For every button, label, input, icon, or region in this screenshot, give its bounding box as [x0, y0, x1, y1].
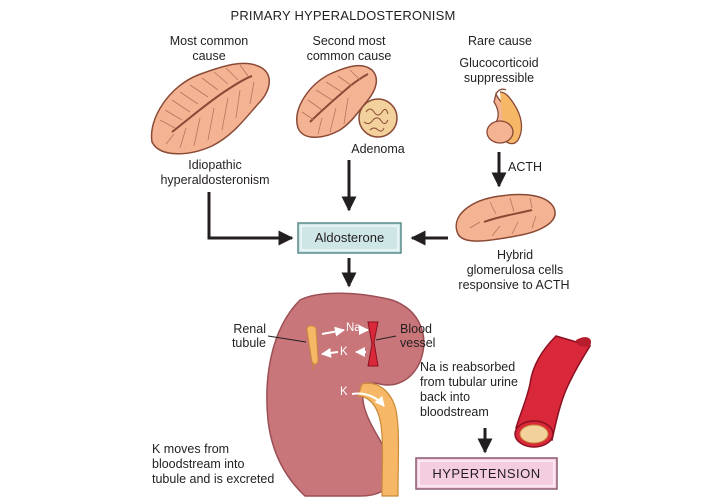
na-label: Na — [346, 322, 361, 334]
aldosterone-box — [297, 222, 402, 254]
blood-vessel-pointer — [375, 335, 397, 341]
hybrid-adrenal-gland — [455, 193, 556, 242]
diagram-title: PRIMARY HYPERALDOSTERONISM — [230, 8, 456, 23]
k-note-2: bloodstream into — [152, 457, 245, 471]
na-note-2: from tubular urine — [420, 375, 518, 389]
adenoma-label: Adenoma — [351, 142, 405, 156]
idiopathic-label-1: Idiopathic — [188, 158, 242, 172]
na-note-1: Na is reabsorbed — [420, 360, 516, 374]
most-common-heading-1: Most common — [169, 34, 249, 48]
blood-vessel-label-1: Blood — [400, 322, 432, 336]
renal-tubule-label-1: Renal — [233, 322, 266, 336]
na-note-4: bloodstream — [420, 405, 489, 419]
k-note-1: K moves from — [152, 442, 230, 456]
k-note-3: tubule and is excreted — [152, 472, 275, 486]
k-label-excretion: K — [340, 386, 348, 398]
k-label-tubule: K — [340, 346, 348, 358]
idiopathic-label-2: hyperaldosteronism — [160, 173, 270, 187]
blood-vessel-large — [514, 335, 592, 448]
hybrid-label-3: responsive to ACTH — [458, 278, 570, 292]
rare-cause-sub-2: suppressible — [463, 71, 535, 85]
pituitary-gland — [486, 88, 523, 145]
kidney — [266, 292, 425, 497]
hybrid-label-1: Hybrid — [496, 248, 534, 262]
renal-tubule-label-2: tubule — [231, 336, 266, 350]
rare-cause-sub-1: Glucocorticoid — [459, 56, 539, 70]
flow-arrows — [207, 152, 507, 454]
rare-cause-heading: Rare cause — [468, 34, 532, 48]
blood-vessel-in-kidney — [367, 321, 379, 367]
idiopathic-adrenal-gland — [150, 62, 270, 155]
most-common-heading-2: cause — [192, 49, 226, 63]
adenoma-adrenal-gland — [296, 64, 398, 138]
blood-vessel-label-2: vessel — [400, 336, 436, 350]
na-note-3: back into — [420, 390, 471, 404]
aldosterone-label: Aldosterone — [314, 230, 385, 245]
hybrid-label-2: glomerulosa cells — [466, 263, 564, 277]
second-most-heading-2: common cause — [306, 49, 392, 63]
hypertension-box — [415, 457, 558, 490]
acth-label: ACTH — [507, 160, 543, 174]
renal-tubule-pointer — [267, 335, 307, 343]
second-most-heading-1: Second most — [312, 34, 386, 48]
arrow-idiopathic-to-aldosterone — [207, 192, 294, 246]
hypertension-label: HYPERTENSION — [432, 466, 541, 481]
